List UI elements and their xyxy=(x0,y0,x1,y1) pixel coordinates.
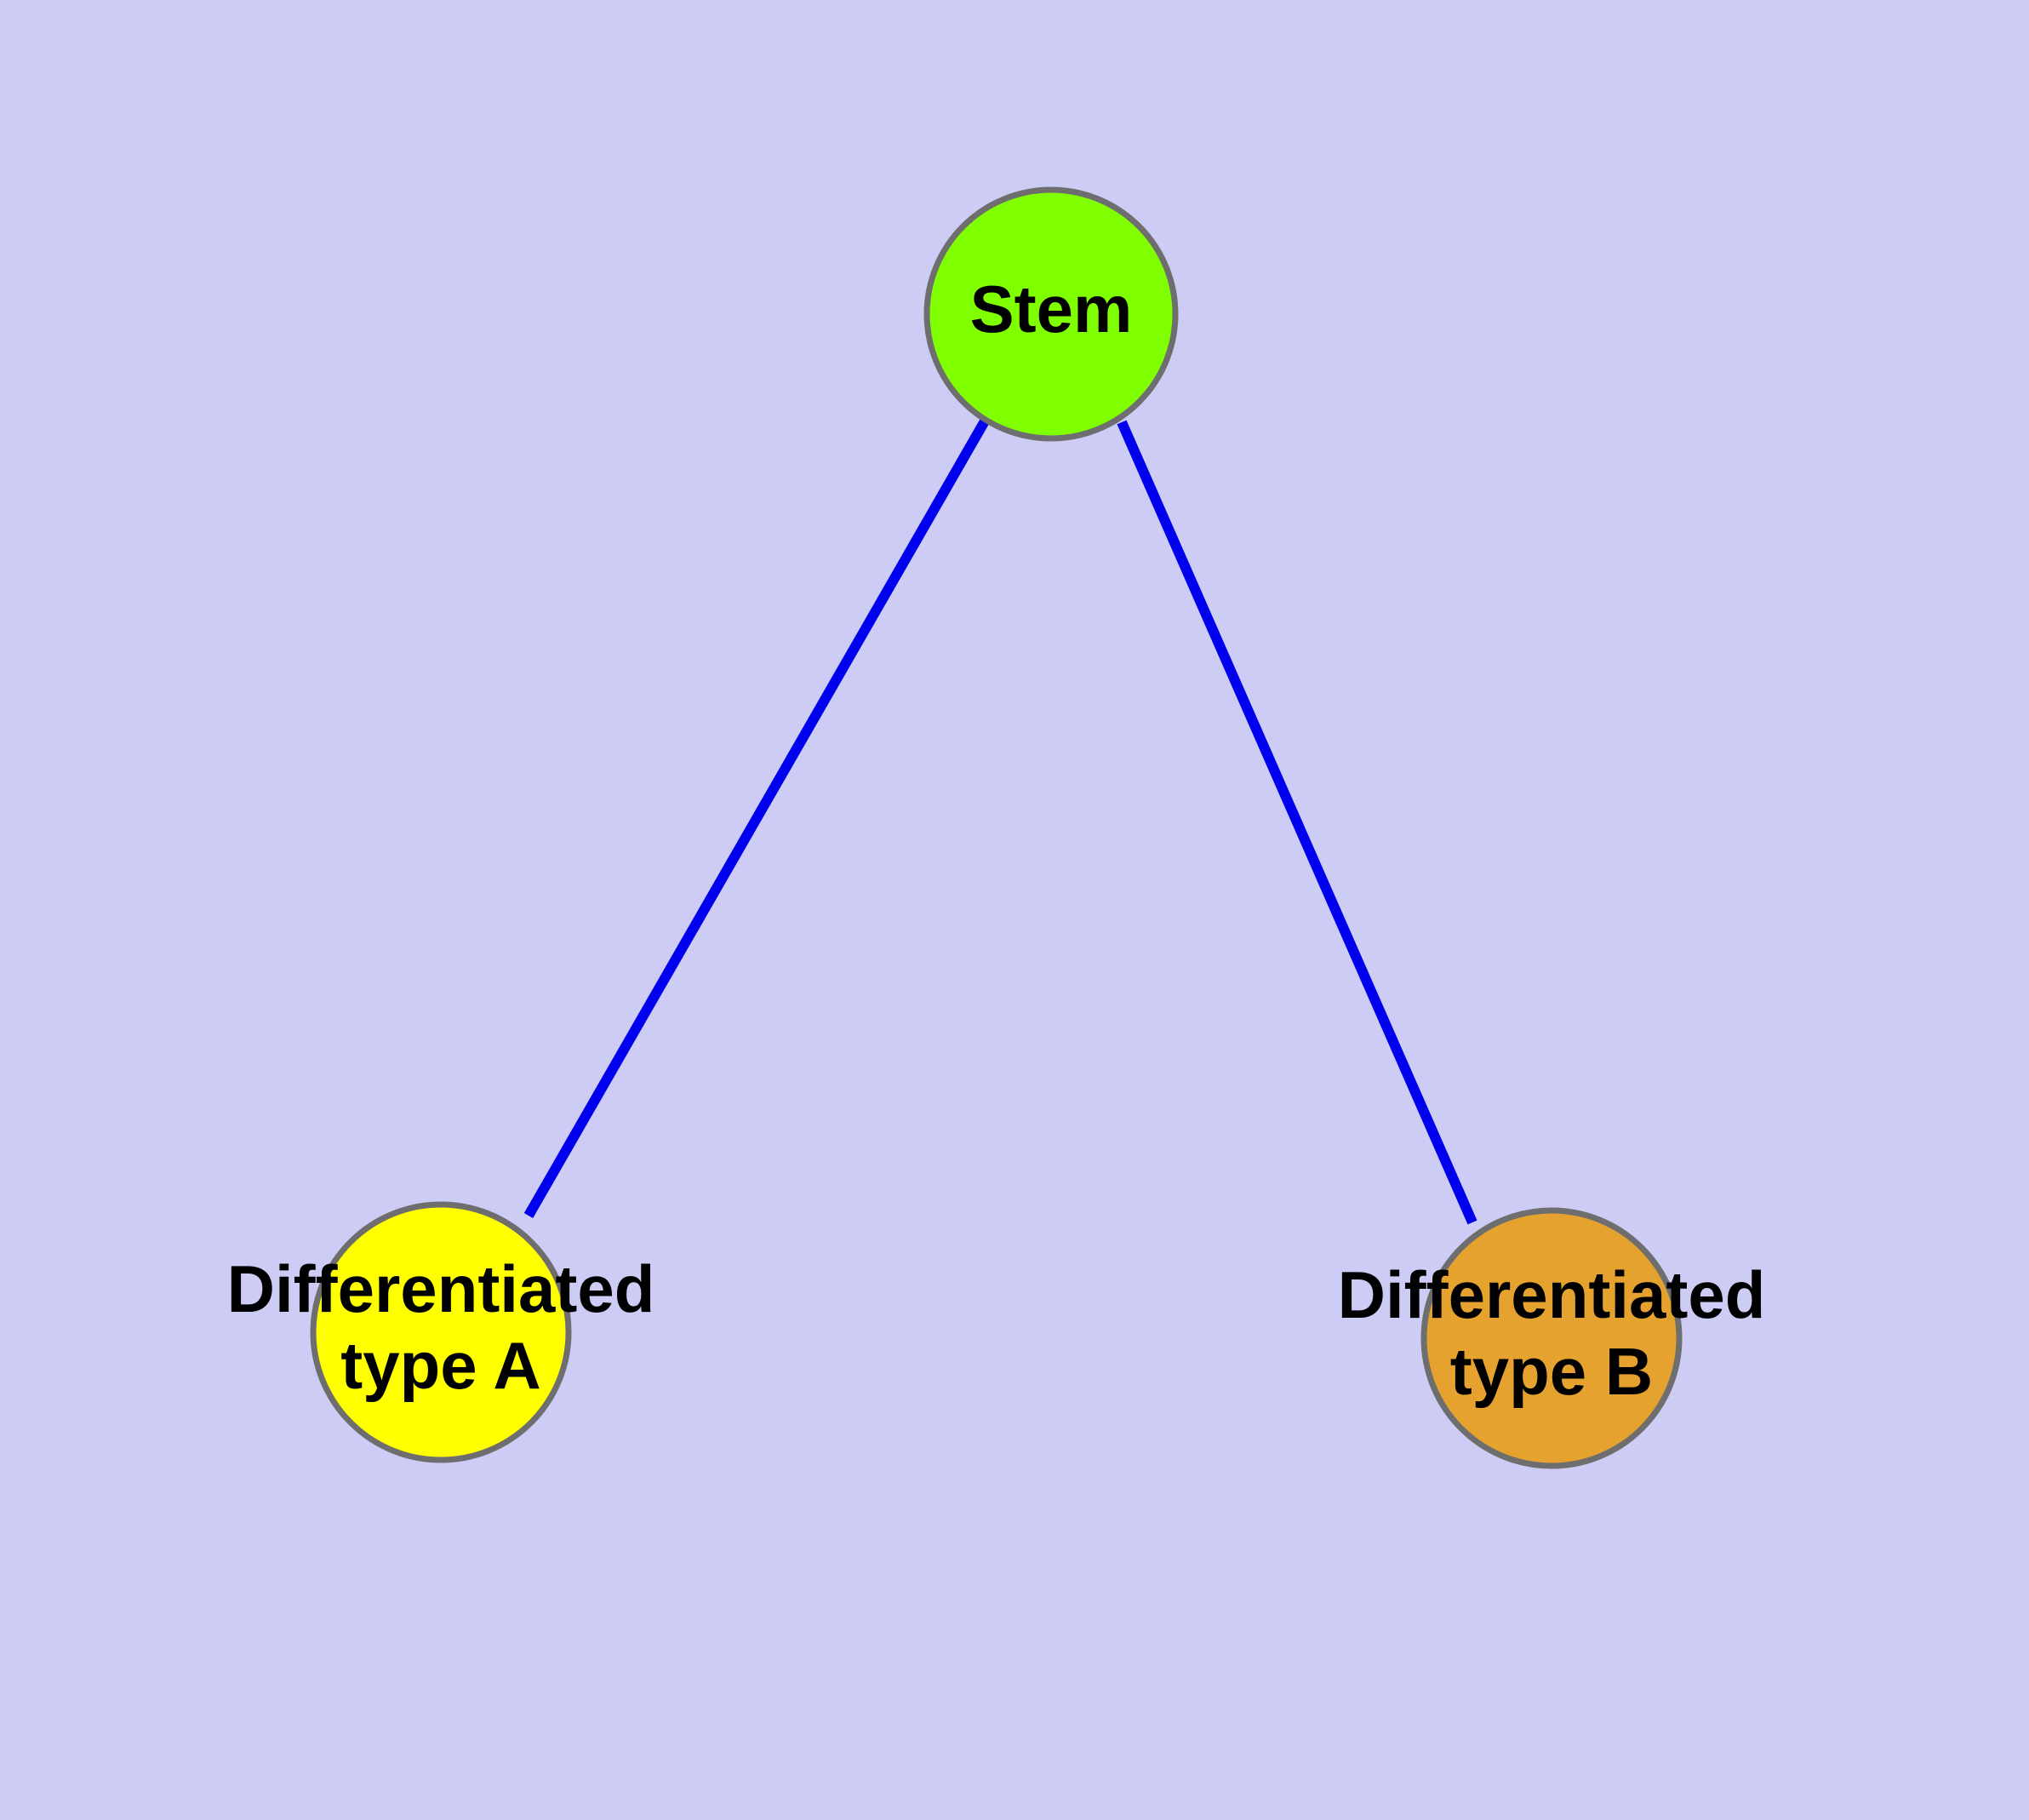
node-circle-diff-a[interactable] xyxy=(310,1201,572,1463)
node-label-line: Differentiated xyxy=(1338,1256,1766,1331)
node-label-line: Stem xyxy=(970,272,1133,346)
graph-node-stem[interactable] xyxy=(923,186,1179,442)
node-label-stem: Stem xyxy=(970,272,1133,346)
graph-edge-stem-to-diff-a[interactable] xyxy=(523,417,991,1218)
graph-edge-stem-to-diff-b[interactable] xyxy=(1117,420,1477,1225)
node-label-line: Differentiated xyxy=(227,1251,655,1325)
node-label-line: type B xyxy=(1450,1334,1653,1409)
node-circle-stem[interactable] xyxy=(923,186,1179,442)
edges-layer xyxy=(523,417,1477,1225)
node-circle-diff-b[interactable] xyxy=(1420,1207,1683,1469)
graph-node-diff-b[interactable] xyxy=(1420,1207,1683,1469)
node-label-line: type A xyxy=(340,1328,541,1403)
graph-node-diff-a[interactable] xyxy=(310,1201,572,1463)
